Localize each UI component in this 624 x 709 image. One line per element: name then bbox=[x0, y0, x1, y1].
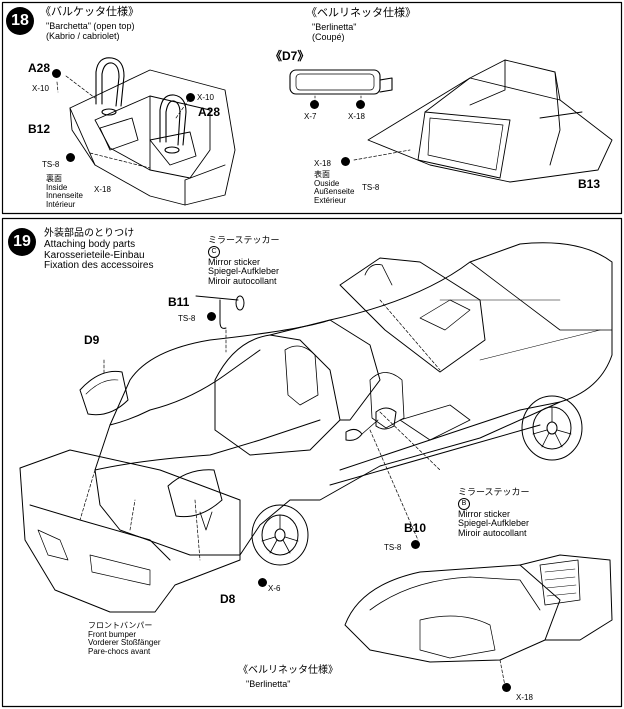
sticker-c-badge: C bbox=[208, 245, 220, 258]
screw-icon bbox=[411, 540, 420, 549]
rear-wheel bbox=[521, 395, 583, 461]
screw-icon bbox=[310, 100, 319, 109]
d7-window-part bbox=[289, 69, 393, 95]
berlinetta-heading-en: "Berlinetta" bbox=[312, 22, 357, 32]
screw-icon bbox=[502, 683, 511, 692]
screw-icon bbox=[258, 578, 267, 587]
label-x7: X-7 bbox=[304, 112, 317, 121]
mirror-sticker-b-label: ミラーステッカー B Mirror sticker Spiegel-Aufkle… bbox=[458, 487, 530, 539]
label-d9: D9 bbox=[84, 333, 100, 347]
label-x6: X-6 bbox=[268, 584, 281, 593]
label-x18: X-18 bbox=[516, 693, 533, 702]
label-x10-right: X-10 bbox=[197, 93, 214, 102]
label-b12: B12 bbox=[28, 122, 51, 136]
step-19-badge: 19 bbox=[8, 228, 36, 256]
barchetta-heading-jp: 《バルケッタ仕様》 bbox=[40, 6, 139, 18]
screw-icon bbox=[66, 153, 75, 162]
rollbar-right bbox=[159, 94, 187, 154]
mirror-b10 bbox=[345, 407, 397, 441]
label-ts8-right: TS-8 bbox=[362, 183, 380, 192]
label-x18-right: X-18 bbox=[314, 159, 331, 168]
screw-icon bbox=[341, 157, 350, 166]
berlinetta-caption-en: "Berlinetta" bbox=[246, 679, 291, 689]
label-b10: B10 bbox=[404, 521, 427, 535]
label-b11: B11 bbox=[168, 295, 190, 309]
screw-icon bbox=[52, 69, 61, 78]
mirror-sticker-c-label: ミラーステッカー C Mirror sticker Spiegel-Aufkle… bbox=[208, 235, 280, 287]
front-bumper-drawing bbox=[19, 449, 241, 613]
d8-headlight-cover bbox=[167, 469, 223, 531]
sticker-b-badge: B bbox=[458, 497, 470, 510]
label-ts8-a: TS-8 bbox=[178, 314, 196, 323]
step19-panel-border bbox=[1, 217, 623, 708]
label-d8: D8 bbox=[220, 592, 236, 606]
screw-icon bbox=[186, 93, 195, 102]
inside-label: 裏面 Inside Innenseite Intérieur bbox=[46, 174, 83, 209]
berlinetta-heading-de: (Coupé) bbox=[312, 32, 345, 42]
berlinetta-rear-drawing bbox=[344, 554, 613, 687]
label-ts8-b: TS-8 bbox=[384, 543, 402, 552]
car-body-drawing bbox=[94, 242, 613, 556]
assembly-line bbox=[56, 75, 96, 99]
label-x10-left: X-10 bbox=[32, 84, 49, 93]
rear-roof-panel bbox=[339, 257, 486, 373]
berlinetta-roof-drawing bbox=[367, 59, 613, 183]
barchetta-heading-en: "Barchetta" (open top) bbox=[46, 21, 135, 31]
berlinetta-caption-jp: 《ベルリネッタ仕様》 bbox=[238, 665, 338, 676]
label-d7: 《D7》 bbox=[270, 49, 310, 63]
mirror-b11 bbox=[195, 295, 245, 329]
barchetta-rear-deck-drawing bbox=[69, 69, 236, 206]
label-a28-left: A28 bbox=[28, 61, 51, 75]
step18-panel-border bbox=[1, 1, 623, 215]
screw-icon bbox=[207, 312, 216, 321]
label-ts8-left: TS-8 bbox=[42, 160, 60, 169]
barchetta-heading-de: (Kabrio / cabriolet) bbox=[46, 31, 120, 41]
label-b13: B13 bbox=[578, 177, 601, 191]
d9-headlight-cover bbox=[79, 370, 129, 416]
step-19-title: 外装部品のとりつけ Attaching body parts Karosseri… bbox=[44, 228, 154, 272]
outside-label: 表面 Ouside Außenseite Extérieur bbox=[314, 170, 355, 205]
front-wheel bbox=[251, 504, 309, 566]
screw-icon bbox=[356, 100, 365, 109]
rollbar-left bbox=[95, 57, 125, 116]
label-a28-right: A28 bbox=[198, 105, 221, 119]
step-18-badge: 18 bbox=[6, 7, 34, 35]
assembly-lines-19 bbox=[79, 299, 441, 561]
berlinetta-heading-jp: 《ベルリネッタ仕様》 bbox=[306, 7, 416, 19]
label-x18-left: X-18 bbox=[94, 185, 111, 194]
front-bumper-label: フロントバンパー Front bumper Vorderer Stoßfänge… bbox=[88, 621, 161, 656]
label-x18-mid: X-18 bbox=[348, 112, 365, 121]
